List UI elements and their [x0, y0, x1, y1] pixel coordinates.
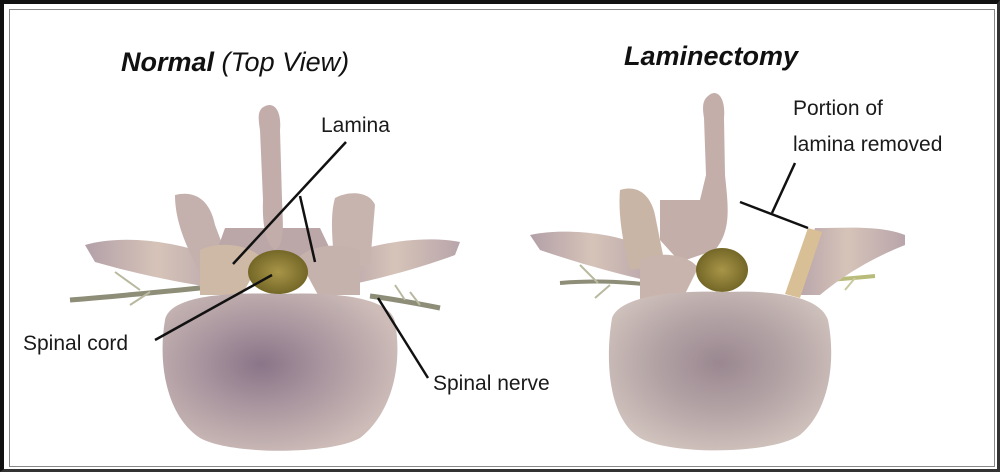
label-removed-line2: lamina removed: [793, 133, 943, 156]
left-spinal-nerve: [69, 285, 201, 303]
label-spinal-cord: Spinal cord: [23, 332, 129, 355]
right-spinal-nerve: [369, 293, 441, 311]
leader-lines: [154, 141, 809, 379]
remaining-spinous-process: [660, 92, 728, 263]
frame-inner-border: [9, 9, 995, 467]
label-spinal-nerve: Spinal nerve: [433, 372, 550, 395]
lamina-leader-left: [232, 141, 347, 265]
label-removed-line1: Portion of: [793, 97, 883, 120]
exposed-spinal-cord: [696, 248, 748, 292]
spinous-process: [258, 104, 283, 251]
right-transverse-process-cut: [790, 227, 905, 295]
title-normal: Normal: [121, 47, 215, 77]
panel-title-laminectomy: Laminectomy: [624, 41, 799, 71]
spinal-nerve-leader: [376, 297, 430, 379]
laminectomy-vertebra: [530, 92, 905, 451]
laminectomy-vertebral-body: [608, 291, 832, 451]
normal-vertebral-body: [162, 293, 398, 451]
spinal-cord-leader: [154, 273, 273, 342]
removed-leader-bar: [739, 200, 809, 230]
subtitle-top-view: (Top View): [221, 47, 350, 77]
label-lamina: Lamina: [321, 114, 390, 137]
normal-vertebra: [69, 104, 460, 451]
removed-leader-stem: [770, 162, 797, 214]
panel-title-normal: Normal (Top View): [121, 47, 349, 78]
lamina-leader-right: [298, 195, 317, 263]
spinal-cord: [248, 250, 308, 294]
